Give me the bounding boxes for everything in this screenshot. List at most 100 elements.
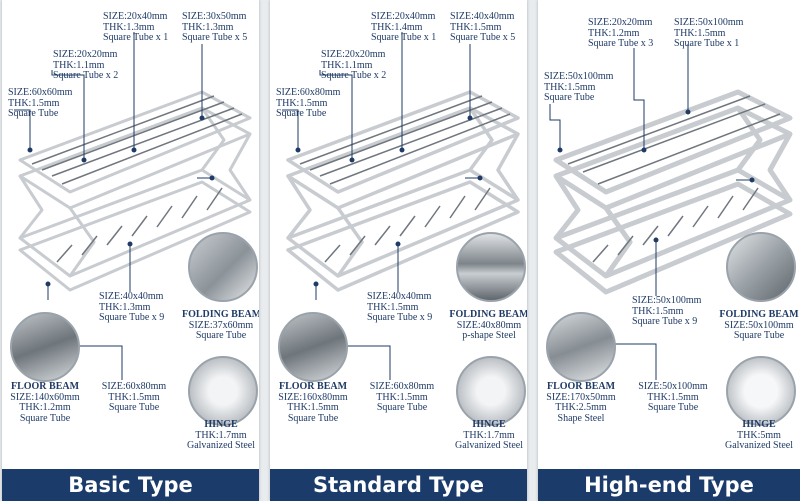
spec-desc: Square Tube bbox=[733, 330, 785, 341]
spec-thk: THK:1.5mm bbox=[287, 402, 339, 413]
folding-beam-thumbnail bbox=[726, 232, 796, 302]
spec-size: SIZE:60x80mm bbox=[276, 87, 341, 98]
spec-thk: THK:1.5mm bbox=[8, 97, 60, 109]
spec-desc: Square Tube x 5 bbox=[182, 32, 248, 43]
spec-middle: SIZE:40x40mm THK:1.3mm Square Tube x 9 bbox=[99, 291, 165, 324]
spec-folding-beam: FOLDING BEAM SIZE:50x100mm Square Tube bbox=[718, 309, 800, 342]
spec-desc: Square Tube x 2 bbox=[53, 70, 119, 81]
spec-size: SIZE:140x60mm bbox=[10, 391, 80, 403]
spec-thk: THK:1.1mm bbox=[321, 59, 373, 71]
spec-top-center: SIZE:20x40mm THK:1.4mm Square Tube x 1 bbox=[371, 11, 437, 44]
spec-desc: Galvanized Steel bbox=[724, 440, 794, 451]
spec-thk: THK:1.3mm bbox=[103, 21, 155, 33]
floor-beam-thumbnail bbox=[278, 312, 348, 382]
spec-title: FLOOR BEAM bbox=[278, 381, 348, 392]
spec-desc: Galvanized Steel bbox=[186, 440, 256, 451]
spec-size: SIZE:20x40mm bbox=[103, 11, 168, 22]
spec-size: SIZE:60x80mm bbox=[101, 381, 167, 392]
spec-title: FOLDING BEAM bbox=[182, 309, 259, 320]
spec-desc: Square Tube bbox=[195, 330, 247, 341]
spec-desc: Square Tube x 9 bbox=[99, 312, 165, 323]
spec-thk: THK:1.5mm bbox=[108, 391, 160, 403]
folding-beam-thumbnail bbox=[188, 232, 258, 302]
frame-diagram bbox=[549, 44, 793, 380]
spec-size: SIZE:50x100mm bbox=[544, 71, 614, 82]
spec-thk: THK:1.7mm bbox=[463, 429, 515, 441]
spec-desc: Square Tube bbox=[287, 412, 339, 424]
spec-floor-beam: FLOOR BEAM SIZE:140x60mm THK:1.2mm Squar… bbox=[4, 381, 86, 424]
spec-folding-beam: FOLDING BEAM SIZE:37x60mm Square Tube bbox=[182, 309, 259, 342]
panel-basic: SIZE:20x40mm THK:1.3mm Square Tube x 1 S… bbox=[2, 0, 259, 501]
spec-upper-left: SIZE:20x20mm THK:1.1mm Square Tube x 2 bbox=[321, 49, 387, 82]
spec-desc: Square Tube bbox=[276, 108, 327, 119]
spec-thk: THK:1.4mm bbox=[371, 21, 423, 33]
spec-folding-beam: FOLDING BEAM SIZE:40x80mm p-shape Steel bbox=[448, 309, 527, 342]
spec-size: SIZE:60x60mm bbox=[8, 87, 73, 98]
spec-size: SIZE:40x40mm bbox=[99, 291, 164, 302]
spec-desc: Square Tube x 5 bbox=[450, 32, 516, 43]
spec-size: SIZE:40x80mm bbox=[456, 319, 522, 331]
spec-desc: Square Tube bbox=[19, 412, 71, 424]
spec-thk: THK:1.7mm bbox=[195, 429, 247, 441]
spec-thk: THK:1.2mm bbox=[19, 402, 71, 413]
hinge-thumbnail bbox=[188, 356, 258, 426]
spec-thk: THK:1.5mm bbox=[276, 97, 328, 109]
spec-thk: THK:1.3mm bbox=[99, 301, 151, 313]
spec-desc: Square Tube x 1 bbox=[103, 32, 169, 43]
spec-thk: THK:1.5mm bbox=[674, 27, 726, 39]
spec-title: FLOOR BEAM bbox=[546, 381, 616, 392]
panel-title-standard: Standard Type bbox=[270, 469, 527, 501]
spec-size: SIZE:40x40mm bbox=[450, 11, 515, 22]
spec-desc: Square Tube x 3 bbox=[588, 38, 654, 49]
hinge-thumbnail bbox=[726, 356, 796, 426]
spec-hinge: HINGE THK:1.7mm Galvanized Steel bbox=[182, 419, 259, 452]
spec-middle: SIZE:40x40mm THK:1.5mm Square Tube x 9 bbox=[367, 291, 433, 324]
spec-title: FOLDING BEAM bbox=[449, 309, 527, 320]
spec-thk: THK:1.1mm bbox=[53, 59, 105, 71]
spec-desc: Square Tube bbox=[376, 402, 428, 413]
folding-beam-thumbnail bbox=[456, 232, 526, 302]
spec-title: HINGE bbox=[472, 419, 506, 430]
spec-thk: THK:5mm bbox=[737, 429, 781, 441]
spec-thk: THK:1.5mm bbox=[544, 81, 596, 93]
spec-thk: THK:1.2mm bbox=[588, 27, 640, 39]
spec-top-right: SIZE:40x40mm THK:1.5mm Square Tube x 5 bbox=[450, 11, 516, 44]
spec-thk: THK:1.3mm bbox=[182, 21, 234, 33]
spec-size: SIZE:20x40mm bbox=[371, 11, 436, 22]
spec-size: SIZE:160x80mm bbox=[278, 391, 348, 403]
spec-thk: THK:1.5mm bbox=[450, 21, 502, 33]
spec-desc: Square Tube bbox=[8, 108, 59, 119]
spec-thk: THK:1.5mm bbox=[632, 305, 684, 317]
spec-title: FLOOR BEAM bbox=[10, 381, 80, 392]
spec-desc: Galvanized Steel bbox=[454, 440, 524, 451]
spec-title: HINGE bbox=[742, 419, 776, 430]
panel-standard: SIZE:20x40mm THK:1.4mm Square Tube x 1 S… bbox=[270, 0, 527, 501]
frame-diagram bbox=[14, 32, 252, 380]
frame-diagram bbox=[282, 32, 520, 380]
spec-size: SIZE:50x100mm bbox=[724, 319, 794, 331]
spec-left: SIZE:50x100mm THK:1.5mm Square Tube bbox=[544, 71, 614, 104]
spec-thk: THK:2.5mm bbox=[555, 402, 607, 413]
spec-desc: Square Tube x 2 bbox=[321, 70, 387, 81]
spec-thk: THK:1.5mm bbox=[367, 301, 419, 313]
spec-size: SIZE:20x20mm bbox=[588, 17, 653, 28]
spec-size: SIZE:30x50mm bbox=[182, 11, 247, 22]
spec-top-right: SIZE:50x100mm THK:1.5mm Square Tube x 1 bbox=[674, 17, 744, 50]
spec-size: SIZE:170x50mm bbox=[546, 391, 616, 403]
spec-size: SIZE:50x100mm bbox=[674, 17, 744, 28]
spec-desc: Square Tube bbox=[544, 92, 595, 103]
spec-desc: Square Tube bbox=[108, 402, 160, 413]
spec-bottom-mid: SIZE:50x100mm THK:1.5mm Square Tube bbox=[630, 381, 716, 414]
spec-size: SIZE:20x20mm bbox=[53, 49, 118, 60]
spec-top-center: SIZE:20x40mm THK:1.3mm Square Tube x 1 bbox=[103, 11, 169, 44]
spec-desc: Square Tube x 9 bbox=[367, 312, 433, 323]
spec-size: SIZE:20x20mm bbox=[321, 49, 386, 60]
spec-size: SIZE:60x80mm bbox=[369, 381, 435, 392]
panel-high-end: SIZE:20x20mm THK:1.2mm Square Tube x 3 S… bbox=[538, 0, 800, 501]
spec-left: SIZE:60x60mm THK:1.5mm Square Tube bbox=[8, 87, 73, 120]
panel-title-high-end: High-end Type bbox=[538, 469, 800, 501]
spec-desc: p-shape Steel bbox=[462, 330, 516, 341]
spec-desc: Square Tube x 1 bbox=[674, 38, 740, 49]
spec-bottom-mid: SIZE:60x80mm THK:1.5mm Square Tube bbox=[94, 381, 174, 414]
spec-desc: Square Tube x 1 bbox=[371, 32, 437, 43]
